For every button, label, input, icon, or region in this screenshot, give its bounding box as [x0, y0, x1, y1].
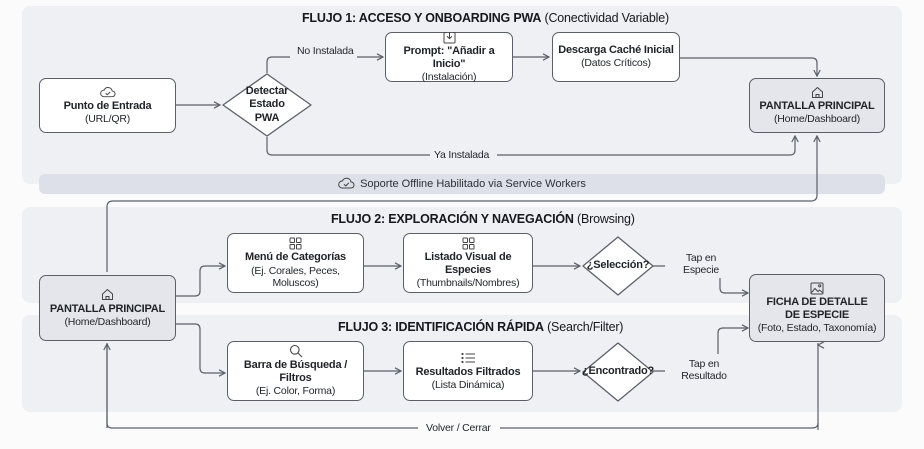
cloud-check-icon [99, 85, 116, 99]
edge-home-search [176, 323, 225, 373]
edge-detect-home-installed [266, 136, 795, 156]
node-home-top[interactable]: PANTALLA PRINCIPAL (Home/Dashboard) [749, 78, 885, 133]
grid-icon [289, 236, 302, 250]
home-icon [101, 288, 114, 302]
node-categories-menu[interactable]: Menú de Categorías (Ej. Corales, Peces, … [227, 233, 364, 293]
decision-found[interactable]: ¿Encontrado? [582, 342, 654, 402]
edge-cache-home [680, 57, 817, 76]
edge-label-back-close: Volver / Cerrar [421, 422, 496, 435]
edge-label-installed: Ya Instalada [430, 149, 494, 162]
list-icon [460, 351, 476, 365]
edge-label-tap-species: Tap en Especie [683, 252, 719, 277]
edge-detect-prompt [266, 57, 383, 73]
node-species-detail[interactable]: FICHA DE DETALLE DE ESPECIE (Foto, Estad… [749, 274, 885, 342]
image-icon [810, 281, 824, 295]
cloud-check-icon [338, 177, 355, 192]
edge-label-not-installed: No Instalada [297, 45, 354, 57]
grid-icon [462, 236, 475, 250]
flow2-title: FLUJO 2: EXPLORACIÓN Y NAVEGACIÓN (Brows… [331, 212, 635, 226]
edge-homeleft-hometop [106, 136, 817, 272]
decision-detect-pwa[interactable]: Detectar Estado PWA [222, 73, 312, 137]
decision-selection[interactable]: ¿Selección? [582, 236, 654, 296]
node-species-list[interactable]: Listado Visual de Especies (Thumbnails/N… [403, 233, 533, 293]
offline-support-text: Soporte Offline Habilitado via Service W… [360, 178, 586, 190]
flow1-title: FLUJO 1: ACCESO Y ONBOARDING PWA (Conect… [302, 11, 669, 25]
search-icon [289, 344, 303, 358]
node-home-left[interactable]: PANTALLA PRINCIPAL (Home/Dashboard) [39, 275, 176, 341]
flow3-title: FLUJO 3: IDENTIFICACIÓN RÁPIDA (Search/F… [338, 320, 624, 334]
edge-home-categories [176, 266, 225, 297]
node-search-bar[interactable]: Barra de Búsqueda / Filtros (Ej. Color, … [227, 341, 364, 401]
home-icon [811, 85, 824, 99]
edge-selection-detail [652, 265, 748, 293]
download-icon [443, 31, 456, 44]
edge-found-detail [652, 328, 748, 372]
edge-label-tap-result: Tap en Resultado [681, 358, 727, 383]
node-install-prompt[interactable]: Prompt: "Añadir a Inicio" (Instalación) [385, 31, 513, 83]
offline-support-banner: Soporte Offline Habilitado via Service W… [39, 174, 885, 194]
node-entry-point[interactable]: Punto de Entrada (URL/QR) [39, 78, 176, 133]
node-filtered-results[interactable]: Resultados Filtrados (Lista Dinámica) [403, 341, 533, 401]
node-initial-cache[interactable]: Descarga Caché Inicial (Datos Críticos) [552, 32, 680, 82]
